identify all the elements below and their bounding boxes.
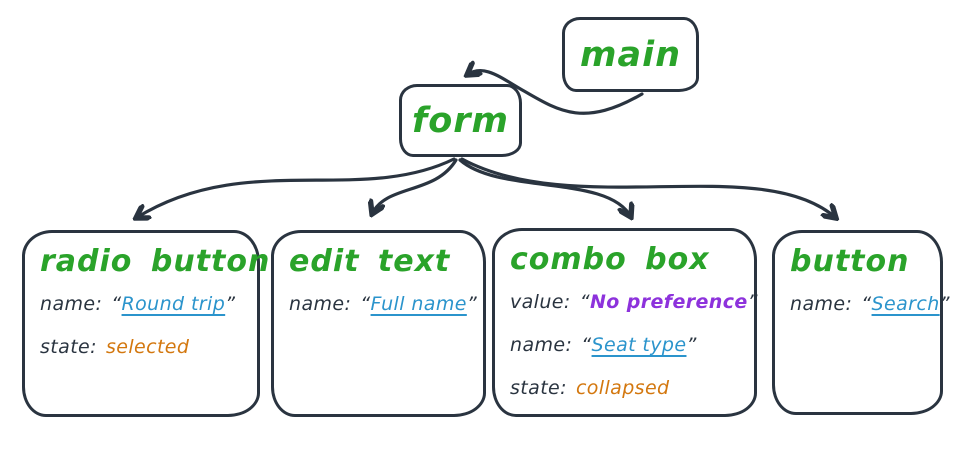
close-quote: ” <box>466 293 478 315</box>
node-title: edit text <box>289 244 451 279</box>
node-title: button <box>790 244 910 279</box>
node-radio-button: radio button name: “Round trip” state: sel… <box>22 230 271 417</box>
open-quote: “ <box>579 291 590 313</box>
property-list: name: “Search” <box>790 291 949 317</box>
open-quote: “ <box>360 293 371 315</box>
prop-value: Search <box>871 293 940 315</box>
prop-key: state: <box>40 336 97 358</box>
property-row-state: state: collapsed <box>510 375 746 401</box>
open-quote: “ <box>581 334 592 356</box>
prop-value: Round trip <box>121 293 226 315</box>
close-quote: ” <box>225 293 236 315</box>
property-list: name: “Round trip” state: selected <box>40 291 249 360</box>
prop-value: Full name <box>370 293 467 315</box>
close-quote: ” <box>686 334 697 356</box>
property-list: value:“No preference” name:“Seat type” s… <box>510 289 758 401</box>
property-row-name: name: “Full name” <box>289 291 478 317</box>
node-title: combo box <box>510 242 710 277</box>
node-button: button name: “Search” <box>772 230 949 415</box>
node-main-label: main <box>579 34 681 75</box>
prop-key: state: <box>510 377 567 399</box>
prop-value: Seat type <box>591 334 687 356</box>
prop-value: selected <box>105 336 190 358</box>
node-form: form <box>399 84 522 157</box>
prop-key: name: <box>40 293 103 315</box>
edge-form-to-button <box>460 157 836 218</box>
close-quote: ” <box>939 293 950 315</box>
edge-form-to-radio-button <box>136 157 456 218</box>
open-quote: “ <box>111 293 122 315</box>
close-quote: ” <box>747 291 758 313</box>
property-row-name: name: “Round trip” <box>40 291 249 317</box>
property-row-state: state: selected <box>40 334 249 360</box>
prop-value: collapsed <box>575 377 670 399</box>
prop-key: name: <box>510 334 573 356</box>
node-edit-text: edit text name: “Full name” <box>271 230 486 417</box>
property-list: name: “Full name” <box>289 291 478 317</box>
edge-main-to-form <box>467 71 644 115</box>
prop-value: No preference <box>589 291 748 313</box>
open-quote: “ <box>861 293 872 315</box>
prop-key: value: <box>510 291 571 313</box>
node-combo-box: combo box value:“No preference” name:“Se… <box>492 228 758 417</box>
node-form-label: form <box>411 100 509 141</box>
edge-form-to-edit-text <box>372 158 458 214</box>
prop-key: name: <box>790 293 853 315</box>
property-row-name: name: “Search” <box>790 291 949 317</box>
prop-key: name: <box>289 293 352 315</box>
node-title: radio button <box>40 244 271 279</box>
node-main: main <box>562 17 699 92</box>
property-row-name: name: “Seat type” <box>510 332 746 358</box>
property-row-value: value: “No preference” <box>510 289 758 315</box>
